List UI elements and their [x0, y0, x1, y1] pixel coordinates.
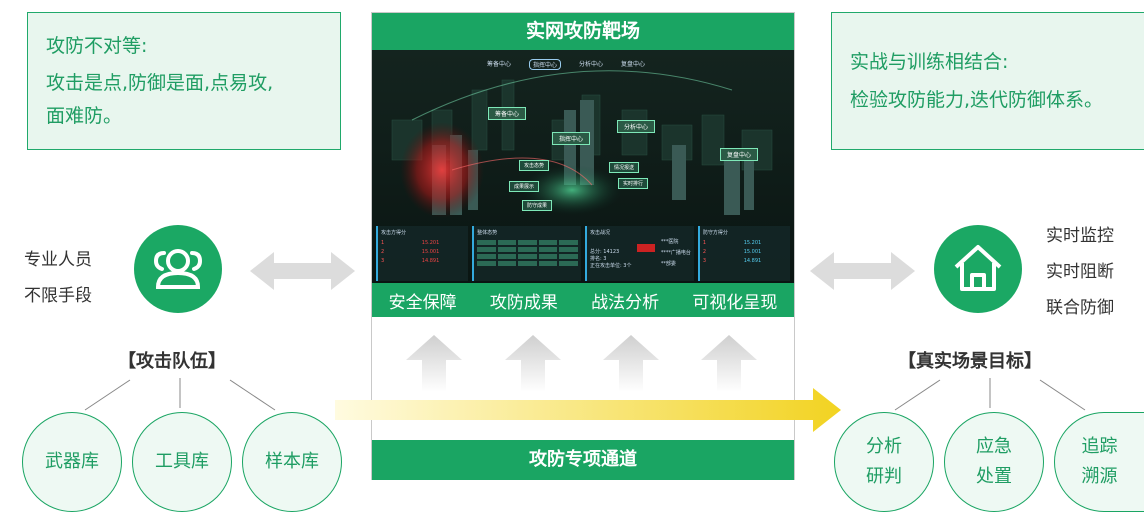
up-arrow-4 — [701, 335, 757, 392]
screen-nav-analysis: 分析中心 — [579, 61, 604, 68]
feature-visualization: 可视化呈现 — [692, 292, 778, 313]
sample-library: 样本库 — [242, 412, 342, 512]
left-double-arrow — [250, 252, 355, 290]
screen-nav-review: 复盘中心 — [621, 61, 646, 68]
map-label-analysis: 分析中心 — [617, 120, 656, 133]
screen-bottom-panels: 攻击方得分 1 15.201 2 15.001 3 14.891 整体态势 攻击… — [376, 226, 790, 281]
up-arrows — [406, 335, 757, 392]
dashboard-screenshot: 筹备中心 指挥中心 分析中心 复盘中心 筹备中心 指挥中心 分析中心 复盘中心 … — [372, 50, 794, 283]
panel-attack-score: 攻击方得分 1 15.201 2 15.001 3 14.891 — [376, 226, 469, 281]
map-label-prep: 筹备中心 — [488, 107, 527, 120]
attack-units: 正在攻击单位: 3个 — [590, 263, 632, 269]
trace-source: 追踪 溯源 — [1054, 412, 1144, 512]
defense-score-1: 15.201 — [743, 240, 762, 246]
attack-connector-lines — [84, 378, 276, 411]
analysis-line2: 研判 — [866, 466, 902, 487]
panel-attack-status: 攻击战况 总分: 14123 排名: 3 正在攻击单位: 3个 ***医院 **… — [585, 226, 694, 281]
map-label-review: 复盘中心 — [720, 148, 759, 161]
attack-score-2: 15.001 — [421, 249, 440, 255]
feature-results: 攻防成果 — [489, 292, 558, 313]
attack-people-2: 不限手段 — [24, 286, 92, 306]
screen-top-nav: 筹备中心 指挥中心 分析中心 复盘中心 — [487, 59, 645, 70]
attack-target-2: ****广播电台 — [660, 250, 691, 256]
weapon-library: 武器库 — [22, 412, 122, 512]
tool-library-label: 工具库 — [155, 451, 209, 472]
panel-overall-title: 整体态势 — [477, 230, 498, 236]
team-icon — [153, 249, 203, 289]
up-arrow-2 — [505, 335, 561, 392]
feature-security: 安全保障 — [388, 292, 457, 313]
center-title-bar: 实网攻防靶场 — [372, 13, 794, 50]
left-note-line3: 面难防。 — [46, 105, 123, 127]
trace-line1: 追踪 — [1081, 436, 1118, 457]
weapon-library-label: 武器库 — [45, 451, 99, 472]
left-note-title: 攻防不对等: — [46, 35, 148, 57]
analysis-line1: 分析 — [866, 436, 902, 457]
right-note-box: 实战与训练相结合: 检验攻防能力,迭代防御体系。 — [831, 12, 1144, 150]
defense-score-2: 15.001 — [743, 249, 762, 255]
attack-people-1: 专业人员 — [24, 250, 92, 270]
screen-nav-prep: 筹备中心 — [487, 61, 512, 68]
defense-score-3: 14.891 — [743, 258, 762, 264]
channel-label: 攻防专项通道 — [529, 449, 637, 470]
emergency-line2: 处置 — [976, 466, 1012, 487]
map-label-ranking: 实时排行 — [618, 178, 649, 189]
map-label-report: 情况报送 — [609, 162, 640, 173]
tool-library: 工具库 — [132, 412, 232, 512]
attack-score-1: 15.201 — [421, 240, 440, 246]
panel-defense-score-title: 防守方得分 — [702, 230, 728, 236]
target-title: 【真实场景目标】 — [898, 351, 1042, 372]
attack-target-1: ***医院 — [660, 239, 679, 245]
up-arrow-1 — [406, 335, 462, 392]
left-note-box: 攻防不对等: 攻击是点,防御是面,点易攻, 面难防。 — [27, 12, 341, 150]
feature-tactics: 战法分析 — [591, 292, 660, 313]
attack-target-3: **部委 — [660, 261, 676, 267]
feature-bar: 安全保障 攻防成果 战法分析 可视化呈现 — [372, 283, 794, 317]
flow-arrow — [335, 388, 841, 432]
center-title: 实网攻防靶场 — [525, 20, 640, 42]
screen-nav-command: 指挥中心 — [529, 59, 562, 70]
panel-defense-score: 防守方得分 1 15.201 2 15.001 3 14.891 — [697, 226, 790, 281]
channel-bar: 攻防专项通道 — [372, 440, 794, 480]
up-arrow-3 — [603, 335, 659, 392]
trace-line2: 溯源 — [1081, 466, 1118, 487]
target-action-1: 实时监控 — [1046, 226, 1114, 246]
panel-overall: 整体态势 — [472, 226, 581, 281]
team-icon-circle — [134, 225, 222, 313]
map-label-attack-situation: 攻击态势 — [519, 160, 550, 171]
attack-team-title: 【攻击队伍】 — [118, 351, 226, 372]
right-double-arrow — [810, 252, 915, 290]
map-label-defense: 防守成果 — [522, 200, 553, 211]
attack-score-3: 14.891 — [421, 258, 440, 264]
emergency-response: 应急 处置 — [944, 412, 1044, 512]
panel-attack-score-title: 攻击方得分 — [381, 230, 407, 236]
home-icon — [954, 245, 1002, 291]
target-action-2: 实时阻断 — [1046, 262, 1114, 282]
emergency-line1: 应急 — [976, 436, 1012, 457]
left-note-line2: 攻击是点,防御是面,点易攻, — [46, 72, 274, 94]
target-actions-list: 实时监控 实时阻断 联合防御 — [1046, 218, 1114, 326]
home-icon-circle — [934, 225, 1022, 313]
right-note-line2: 检验攻防能力,迭代防御体系。 — [850, 89, 1104, 111]
sample-library-label: 样本库 — [265, 451, 319, 472]
analysis-judgment: 分析 研判 — [834, 412, 934, 512]
target-connector-lines — [894, 378, 1086, 411]
attack-people-list: 专业人员 不限手段 — [24, 242, 92, 314]
attack-total: 总分: 14123 — [590, 249, 620, 255]
right-note-title: 实战与训练相结合: — [850, 51, 1009, 73]
map-label-results: 成果展示 — [509, 181, 540, 192]
target-action-3: 联合防御 — [1046, 298, 1114, 318]
panel-attack-status-title: 攻击战况 — [590, 230, 611, 236]
attack-rank: 排名: 3 — [590, 256, 607, 262]
map-label-command: 指挥中心 — [552, 132, 591, 145]
